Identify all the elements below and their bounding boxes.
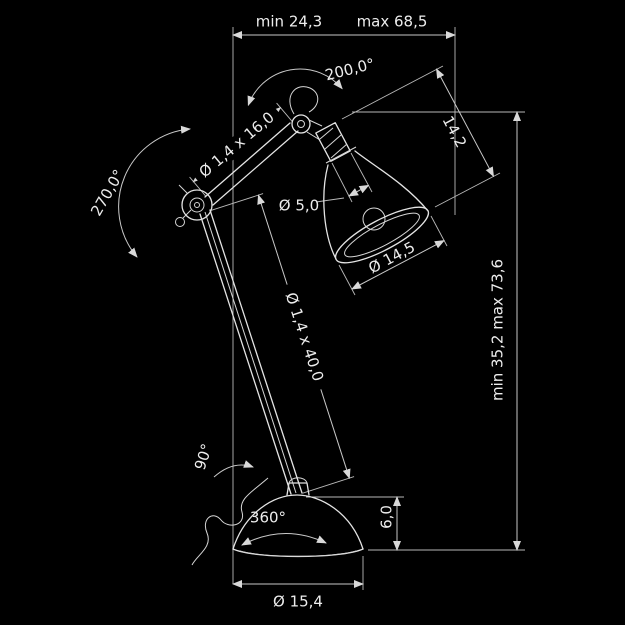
extension-lines — [189, 27, 525, 590]
svg-text:6,0: 6,0 — [378, 505, 396, 529]
svg-text:14,2: 14,2 — [439, 113, 471, 151]
lamp-upper-arm — [204, 122, 299, 206]
shade-diameter-dim: Ø 14,5 — [365, 238, 418, 277]
lamp-cable — [191, 477, 269, 566]
dim-top-min-label: min 24,3 — [256, 13, 322, 31]
base-rotation-angle: 360° — [250, 509, 286, 527]
lamp-head-joint — [289, 86, 323, 141]
lower-arm-dim: Ø 1,4 x 40,0 — [278, 281, 330, 393]
svg-text:Ø 1,4 x 40,0: Ø 1,4 x 40,0 — [282, 290, 328, 383]
lamp-elbow-joint — [175, 184, 213, 227]
upper-arm-dim: Ø 1,4 x 16,0 — [190, 104, 284, 186]
svg-text:Ø 14,5: Ø 14,5 — [365, 238, 418, 277]
head-rotation-angle: 200,0° — [323, 55, 376, 85]
dim-top-max-label: max 68,5 — [357, 13, 428, 31]
lamp-lower-arm — [199, 209, 303, 495]
lamp-socket — [315, 122, 357, 164]
base-arm-angle: 90° — [191, 441, 216, 472]
svg-text:90°: 90° — [191, 441, 216, 472]
lamp-shade — [323, 150, 430, 264]
height-dim: min 35,2 max 73,6 — [489, 259, 507, 401]
svg-text:200,0°: 200,0° — [323, 55, 376, 85]
angle-arcs — [118, 68, 343, 546]
base-diameter-dim: Ø 15,4 — [273, 593, 323, 611]
head-length-dim: 14,2 — [439, 113, 471, 151]
svg-text:270,0°: 270,0° — [87, 166, 128, 219]
svg-text:min 35,2 max 73,6: min 35,2 max 73,6 — [489, 259, 507, 401]
socket-diameter-dim: Ø 5,0 — [279, 197, 319, 215]
base-height-dim: 6,0 — [378, 505, 396, 529]
lamp-base — [232, 477, 364, 558]
bulb-outline — [362, 207, 386, 231]
elbow-rotation-angle: 270,0° — [87, 166, 128, 219]
